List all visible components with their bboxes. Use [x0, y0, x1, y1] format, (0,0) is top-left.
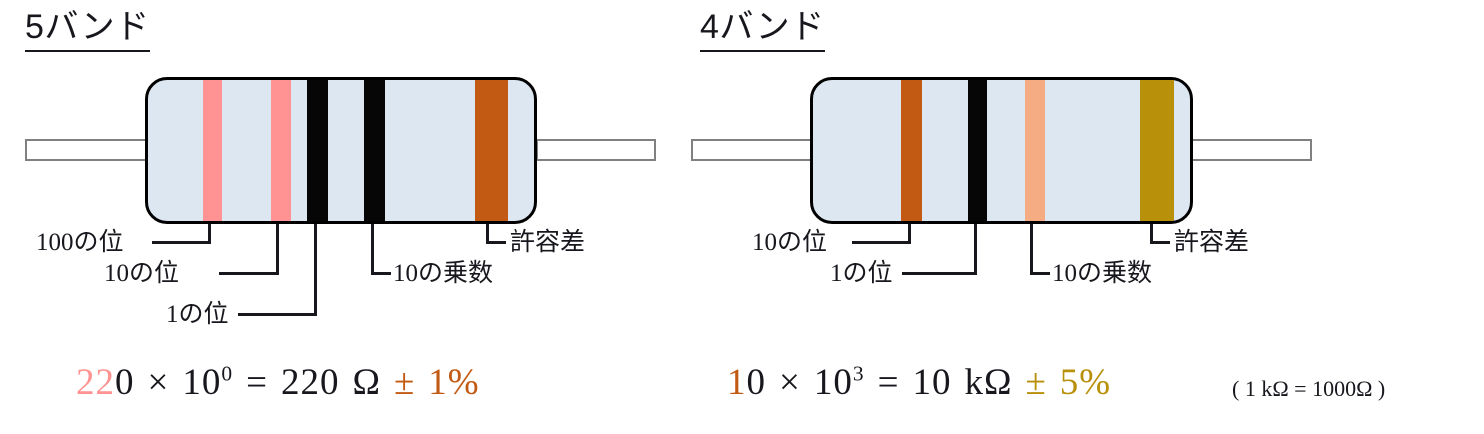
formula-plusminus: ±: [393, 362, 416, 403]
formula-value: 10: [912, 362, 952, 403]
formula-value: 220: [280, 362, 340, 403]
formula-tolerance: 5%: [1059, 362, 1112, 403]
band-multiplier: [364, 80, 385, 221]
caption-tolerance: 許容差: [510, 229, 586, 256]
formula-exponent: 0: [221, 361, 234, 386]
caption-tens: 10の位: [752, 229, 828, 256]
leader-ones-horizontal: [902, 272, 977, 275]
caption-tens: 10の位: [104, 260, 180, 287]
band-ones-digit: [307, 80, 328, 221]
leader-tolerance-vertical: [486, 224, 489, 243]
leader-ones-horizontal: [238, 313, 317, 316]
formula-digits: 22: [76, 362, 115, 403]
band-tens-digit: [271, 80, 291, 221]
lead-right: [1190, 139, 1312, 161]
band-tolerance: [1140, 80, 1174, 221]
leader-ones-vertical: [314, 224, 317, 315]
leader-tolerance-vertical: [1150, 224, 1153, 243]
caption-ones: 1の位: [166, 301, 229, 328]
heading-4-band: 4バンド: [700, 10, 825, 52]
formula-equals: =: [246, 362, 268, 403]
leader-multiplier-vertical: [1030, 224, 1033, 274]
leader-ones-vertical: [974, 224, 977, 274]
formula-base: 10: [813, 362, 853, 403]
band-tolerance: [475, 80, 508, 221]
leader-tens-horizontal: [852, 241, 911, 244]
formula-base: 10: [182, 362, 222, 403]
lead-left: [25, 139, 147, 161]
leader-tens-horizontal: [219, 272, 279, 275]
formula-plusminus: ±: [1025, 362, 1047, 403]
leader-hundreds-horizontal: [152, 241, 211, 244]
resistor-body: [810, 77, 1193, 224]
resistor-body: [145, 77, 537, 224]
lead-left: [691, 139, 813, 161]
leader-tolerance-horizontal: [1150, 241, 1170, 244]
formula-exponent: 3: [852, 361, 865, 386]
formula-unit: kΩ: [964, 362, 1013, 403]
unit-conversion-note: ( 1 kΩ = 1000Ω ): [1232, 376, 1386, 401]
formula-digits-tail: 0: [115, 362, 135, 403]
leader-tens-vertical: [908, 224, 911, 243]
caption-tolerance: 許容差: [1174, 229, 1250, 256]
formula-times: ×: [779, 362, 801, 403]
leader-tolerance-horizontal: [486, 241, 506, 244]
lead-right: [536, 139, 656, 161]
caption-hundreds: 100の位: [36, 229, 124, 256]
formula-equals: =: [877, 362, 900, 403]
formula-tolerance: 1%: [428, 362, 480, 403]
heading-5-band: 5バンド: [25, 10, 150, 52]
formula-times: ×: [147, 362, 170, 403]
leader-multiplier-horizontal: [371, 272, 391, 275]
caption-multiplier: 10の乗数: [1052, 260, 1153, 287]
leader-multiplier-horizontal: [1030, 272, 1050, 275]
leader-multiplier-vertical: [371, 224, 374, 274]
leader-hundreds-vertical: [208, 224, 211, 243]
leader-tens-vertical: [276, 224, 279, 274]
band-hundreds-digit: [203, 80, 222, 221]
band-tens-digit: [901, 80, 922, 221]
formula-digits-tail: 0: [746, 362, 766, 403]
caption-ones: 1の位: [830, 260, 893, 287]
caption-multiplier: 10の乗数: [393, 260, 494, 287]
band-ones-digit: [968, 80, 987, 221]
formula-unit: Ω: [352, 362, 381, 403]
formula-digits: 1: [727, 362, 747, 403]
band-multiplier: [1025, 80, 1045, 221]
